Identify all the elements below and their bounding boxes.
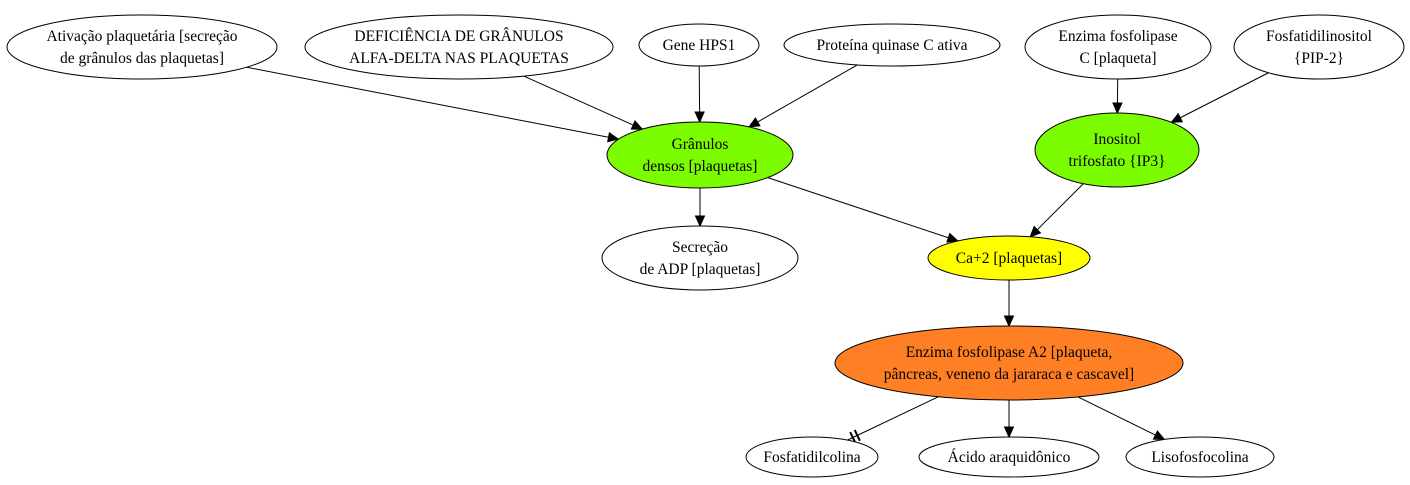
node-label: Fosfatidilinositol (1266, 28, 1372, 45)
node-enzima-fosfolipase-c: Enzima fosfolipase C [plaqueta] (1024, 14, 1212, 80)
edge-deficiencia-to-granulos-densos (523, 75, 644, 130)
node-label: ALFA-DELTA NAS PLAQUETAS (349, 50, 569, 67)
node-label: Proteína quinase C ativa (816, 37, 967, 54)
edge-line (767, 177, 949, 239)
node-acido-araquidonico: Ácido araquidônico (918, 436, 1100, 478)
node-label: trifosfato {IP3} (1068, 153, 1165, 170)
edge-enzima-fosfolipase-a2-to-fosfatidilcolina (847, 396, 939, 444)
arrow-head (1170, 112, 1184, 123)
arrow-head (694, 215, 706, 228)
edge-line (523, 75, 634, 126)
nodes-layer: Ativação plaquetária [secreção de grânulo… (6, 14, 1405, 478)
arrow-head (1152, 430, 1166, 441)
node-inositol-trifosfato: Inositol trifosfato {IP3} (1034, 112, 1200, 188)
node-label: Ca+2 [plaquetas] (956, 250, 1062, 267)
edge-fosfatidilinositol-to-inositol-trifosfato (1170, 72, 1269, 123)
node-label: {PIP-2} (1294, 50, 1344, 67)
edges-layer (246, 64, 1269, 444)
edge-ativacao-to-granulos-densos (246, 66, 620, 143)
edge-inositol-trifosfato-to-ca2 (1029, 183, 1084, 238)
edge-proteina-quinase-to-granulos-densos (747, 64, 858, 128)
node-ellipse (1233, 14, 1405, 80)
edge-line (757, 64, 858, 123)
node-ellipse (927, 235, 1091, 281)
node-secrecao-adp: Secreção de ADP [plaquetas] (601, 225, 799, 291)
node-ellipse (834, 325, 1184, 401)
node-label: Gene HPS1 (663, 37, 736, 54)
arrow-head (1003, 426, 1015, 439)
edge-line (1077, 396, 1156, 436)
tee-bar (853, 429, 861, 442)
node-granulos-densos: Grânulos densos [plaquetas] (606, 121, 794, 189)
edge-line (246, 66, 609, 138)
node-deficiencia: DEFICIÊNCIA DE GRÂNULOS ALFA-DELTA NAS PL… (304, 14, 614, 80)
node-lisofosfocolina: Lisofosfocolina (1125, 436, 1275, 478)
arrow-head (1029, 225, 1042, 238)
arrow-head (946, 232, 959, 243)
edge-enzima-fosfolipase-a2-to-acido-araquidonico (1003, 400, 1015, 439)
node-enzima-fosfolipase-a2: Enzima fosfolipase A2 [plaqueta, pâncreas… (834, 325, 1184, 401)
node-ellipse (304, 14, 614, 80)
node-ellipse (783, 23, 1001, 67)
node-label: C [plaqueta] (1079, 50, 1156, 67)
edge-granulos-densos-to-secrecao-adp (694, 188, 706, 228)
arrow-head (1003, 315, 1015, 328)
node-ellipse (601, 225, 799, 291)
edge-enzima-fosfolipase-c-to-inositol-trifosfato (1112, 78, 1123, 115)
arrow-head (607, 132, 620, 143)
node-label: DEFICIÊNCIA DE GRÂNULOS (354, 28, 563, 45)
node-fosfatidilcolina: Fosfatidilcolina (745, 436, 879, 478)
node-label: Lisofosfocolina (1151, 449, 1248, 466)
node-ellipse (606, 121, 794, 189)
node-ellipse (6, 14, 278, 80)
node-label: Enzima fosfolipase A2 [plaqueta, (906, 344, 1113, 361)
node-ellipse (745, 436, 879, 478)
node-label: Fosfatidilcolina (763, 449, 860, 466)
edge-ca2-to-enzima-fosfolipase-a2 (1003, 280, 1015, 328)
arrow-head (1112, 102, 1123, 115)
node-label: de grânulos das plaquetas] (60, 50, 224, 67)
node-label: de ADP [plaquetas] (640, 261, 761, 278)
node-label: Enzima fosfolipase (1058, 28, 1177, 45)
node-ellipse (1024, 14, 1212, 80)
node-label: Grânulos (672, 136, 729, 153)
arrow-head (747, 117, 761, 128)
node-label: Ácido araquidônico (948, 449, 1071, 466)
node-ellipse (1125, 436, 1275, 478)
tee-bar (849, 431, 857, 444)
edge-line (847, 396, 939, 441)
edge-line (1180, 72, 1269, 119)
node-label: densos [plaquetas] (643, 158, 758, 175)
node-label: Inositol (1093, 131, 1140, 148)
node-ca2: Ca+2 [plaquetas] (927, 235, 1091, 281)
node-ellipse (638, 23, 760, 67)
edge-gene-hps1-to-granulos-densos (694, 65, 705, 124)
arrow-head (694, 111, 705, 124)
edge-enzima-fosfolipase-a2-to-lisofosfocolina (1077, 396, 1166, 441)
node-ativacao: Ativação plaquetária [secreção de grânulo… (6, 14, 278, 80)
edge-granulos-densos-to-ca2 (767, 177, 959, 243)
arrow-head (630, 120, 644, 130)
node-fosfatidilinositol: Fosfatidilinositol {PIP-2} (1233, 14, 1405, 80)
node-gene-hps1: Gene HPS1 (638, 23, 760, 67)
node-label: pâncreas, veneno da jararaca e cascavel] (884, 366, 1134, 383)
node-ellipse (918, 436, 1100, 478)
node-ellipse (1034, 112, 1200, 188)
node-proteina-quinase: Proteína quinase C ativa (783, 23, 1001, 67)
node-label: Ativação plaquetária [secreção (46, 28, 237, 45)
node-label: Secreção (672, 239, 728, 256)
edge-line (1036, 183, 1084, 231)
